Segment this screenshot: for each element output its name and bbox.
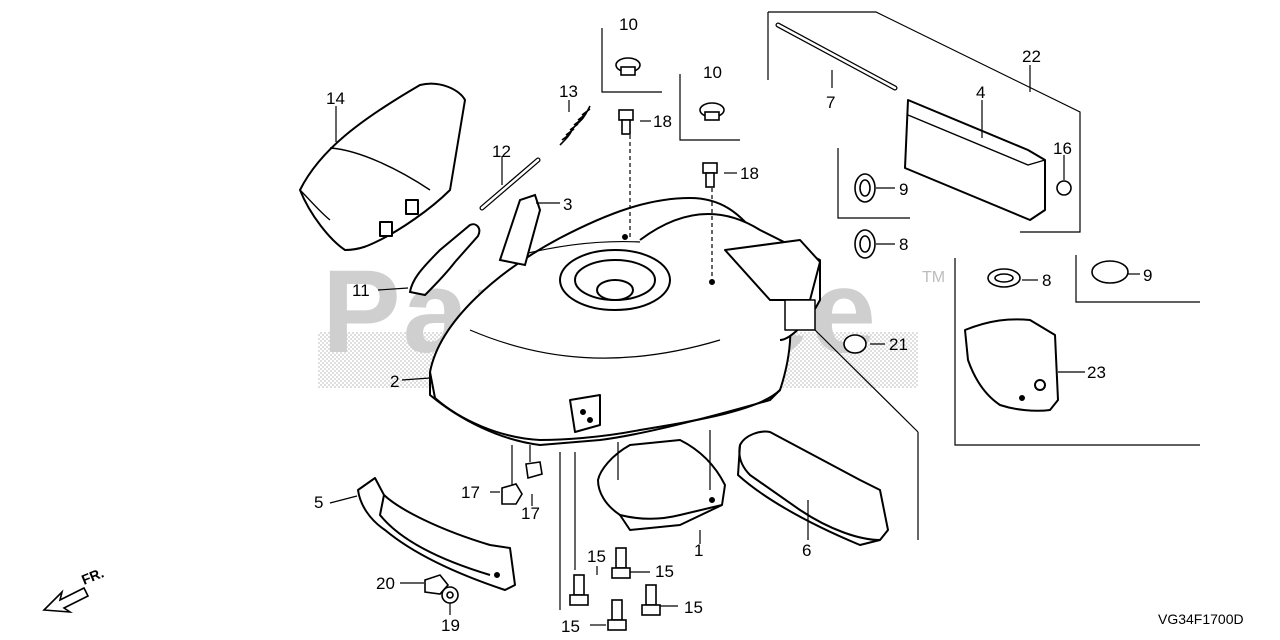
- callout-7: 7: [826, 93, 835, 112]
- callout-23: 23: [1087, 363, 1106, 382]
- callout-20: 20: [376, 574, 395, 593]
- callout-15c: 15: [684, 598, 703, 617]
- callout-6: 6: [802, 541, 811, 560]
- callouts: 1 2 3 4 5 6 7 8 8 9 9 10 10 11 12 13 14 …: [314, 15, 1152, 636]
- callout-4: 4: [976, 83, 985, 102]
- callout-10a: 10: [619, 15, 638, 34]
- mower-deck: [429, 197, 821, 446]
- callout-12: 12: [492, 142, 511, 161]
- callout-10b: 10: [703, 63, 722, 82]
- callout-13: 13: [559, 82, 578, 101]
- small-parts: [424, 57, 1129, 631]
- callout-11: 11: [352, 281, 370, 300]
- callout-8a: 8: [899, 235, 908, 254]
- callout-16: 16: [1053, 139, 1072, 158]
- leader-lines: [329, 11, 1200, 626]
- rear-shutter: [597, 439, 726, 531]
- callout-15d: 15: [561, 617, 580, 636]
- watermark-trademark: TM: [922, 269, 945, 286]
- callout-9a: 9: [899, 180, 908, 199]
- callout-14: 14: [326, 89, 345, 108]
- callout-17b: 17: [521, 504, 540, 523]
- rear-guard: [299, 82, 466, 251]
- front-label: FR.: [79, 564, 106, 587]
- front-rail: [357, 477, 516, 591]
- callout-5: 5: [314, 493, 323, 512]
- mount-bracket: [964, 318, 1059, 412]
- callout-17a: 17: [461, 483, 480, 502]
- diagram-code: VG34F1700D: [1158, 611, 1244, 627]
- callout-22: 22: [1022, 47, 1041, 66]
- callout-2: 2: [390, 372, 399, 391]
- callout-15a: 15: [587, 547, 606, 566]
- spring-part-13: [559, 105, 591, 146]
- callout-3: 3: [563, 195, 572, 214]
- front-arrow-icon: [42, 586, 90, 614]
- callout-1: 1: [694, 541, 703, 560]
- callout-15b: 15: [655, 562, 674, 581]
- bracket-part-11: [408, 223, 481, 297]
- callout-21: 21: [889, 335, 908, 354]
- callout-9b: 9: [1143, 266, 1152, 285]
- callout-19: 19: [441, 616, 460, 635]
- callout-8b: 8: [1042, 271, 1051, 290]
- side-rail: [737, 430, 889, 546]
- front-indicator: FR.: [42, 564, 106, 614]
- cover-part-4: [904, 99, 1046, 221]
- callout-18a: 18: [653, 112, 672, 131]
- callout-18b: 18: [740, 164, 759, 183]
